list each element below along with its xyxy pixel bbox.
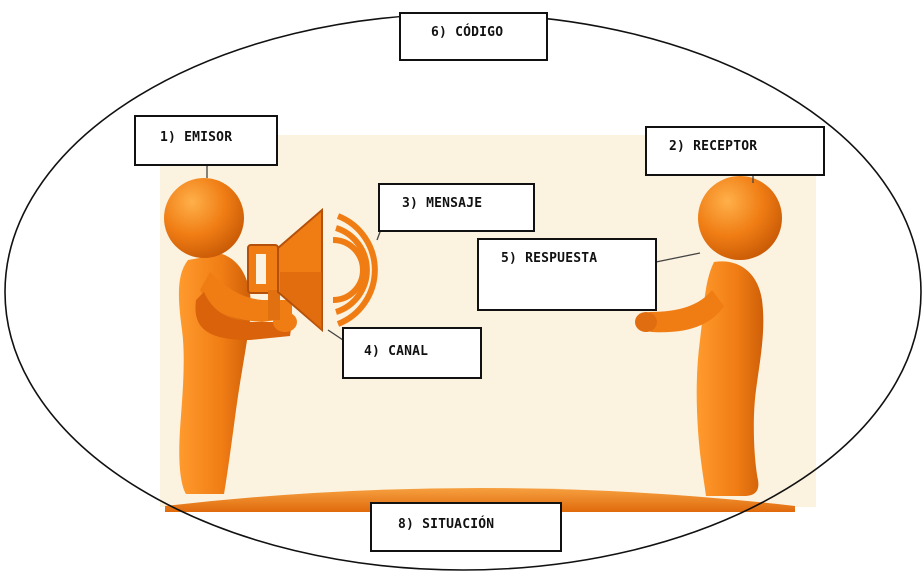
- mensaje-label-text: 3) MENSAJE: [402, 196, 483, 211]
- codigo-label: 6) CÓDIGO: [399, 12, 548, 61]
- mensaje-label: 3) MENSAJE: [378, 183, 535, 232]
- canal-label-text: 4) CANAL: [364, 344, 429, 359]
- megaphone-icon: [247, 207, 323, 333]
- ground: [165, 488, 795, 512]
- situacion-label-text: 8) SITUACIÓN: [398, 517, 495, 532]
- receptor-person-icon: [635, 176, 782, 496]
- situacion-label: 8) SITUACIÓN: [370, 502, 562, 552]
- receptor-label: 2) RECEPTOR: [645, 126, 825, 176]
- emisor-label-text: 1) EMISOR: [160, 130, 233, 145]
- respuesta-label-text: 5) RESPUESTA: [501, 251, 598, 266]
- canal-label: 4) CANAL: [342, 327, 482, 379]
- codigo-label-text: 6) CÓDIGO: [431, 25, 504, 40]
- receptor-label-text: 2) RECEPTOR: [669, 139, 758, 154]
- emisor-label: 1) EMISOR: [134, 115, 278, 166]
- sound-waves-icon: [332, 213, 378, 327]
- respuesta-label: 5) RESPUESTA: [477, 238, 657, 311]
